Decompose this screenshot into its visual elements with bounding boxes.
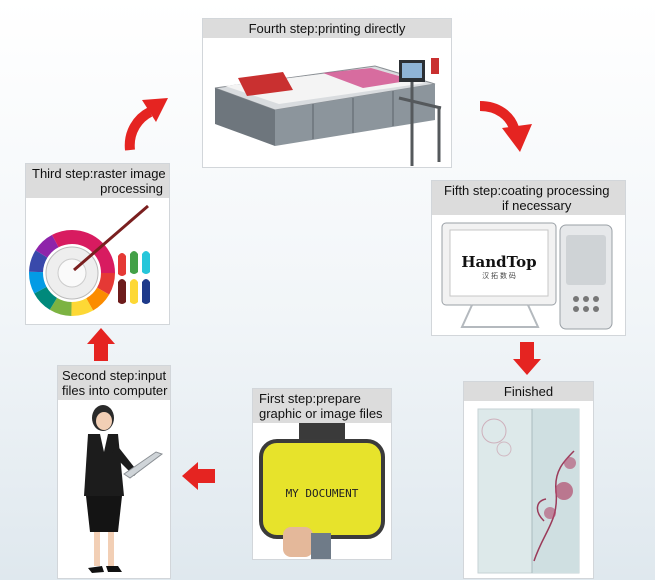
finished-caption: Finished xyxy=(464,382,593,401)
step5-caption: Fifth step:coating processing if necessa… xyxy=(432,181,625,215)
step2-caption: Second step:input files into computer xyxy=(58,366,170,400)
arrow-step4-to-step5 xyxy=(479,101,532,152)
handtop-logo: HandTop 汉 拓 数 码 xyxy=(450,253,548,281)
handtop-logo-subtext: 汉 拓 数 码 xyxy=(482,273,516,280)
finished-card: Finished xyxy=(463,381,594,579)
arrow-step2-to-step3 xyxy=(87,328,115,361)
step3-caption-line2: processing xyxy=(100,181,163,196)
color-wheel-image xyxy=(26,198,169,324)
step1-caption-line1: First step:prepare xyxy=(259,391,361,406)
step1-card: First step:prepare graphic or image file… xyxy=(252,388,392,560)
handtop-logo-text: HandTop xyxy=(461,253,537,271)
step4-caption: Fourth step:printing directly xyxy=(203,19,451,38)
woman-with-laptop-image xyxy=(58,400,170,578)
sleeve-text: MY DOCUMENT xyxy=(285,487,359,500)
step2-card: Second step:input files into computer xyxy=(57,365,171,579)
step4-card: Fourth step:printing directly xyxy=(202,18,452,168)
arrow-step5-to-finished xyxy=(513,342,541,375)
step3-caption-line1: Third step:raster image xyxy=(32,166,166,181)
decorated-glass-image xyxy=(464,401,593,578)
step2-caption-line2: files into computer xyxy=(62,383,168,398)
computer-image: HandTop 汉 拓 数 码 xyxy=(432,215,625,335)
step5-card: Fifth step:coating processing if necessa… xyxy=(431,180,626,336)
uv-printer-image xyxy=(203,38,451,167)
step2-caption-line1: Second step:input xyxy=(62,368,167,383)
document-sleeve-image: MY DOCUMENT xyxy=(253,423,391,559)
arrow-step1-to-step2 xyxy=(182,462,215,490)
step5-caption-line2: if necessary xyxy=(502,198,572,213)
step5-caption-line1: Fifth step:coating processing xyxy=(444,183,610,198)
step1-caption-line2: graphic or image files xyxy=(259,406,383,421)
step1-caption: First step:prepare graphic or image file… xyxy=(253,389,391,423)
arrow-step3-to-step4 xyxy=(124,98,168,151)
step3-card: Third step:raster image processing xyxy=(25,163,170,325)
step3-caption: Third step:raster image processing xyxy=(26,164,169,198)
